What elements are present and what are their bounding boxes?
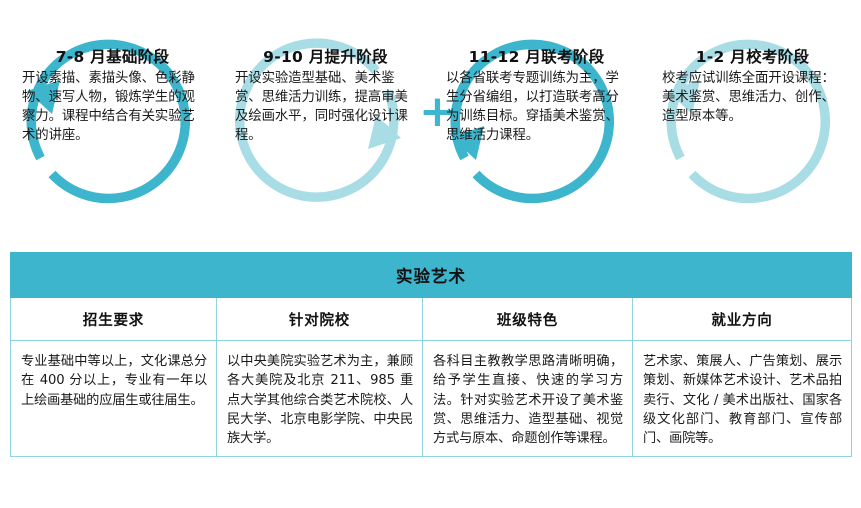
stage-description: 开设素描、素描头像、色彩静物、速写人物，锻炼学生的观察力。课程中结合有关实验艺术… [22,71,195,144]
cell-text: 以中央美院实验艺术为主，兼顾各大美院及北京 211、985 重点大学其他综合类艺… [227,354,413,447]
cell-text: 各科目主教教学思路清晰明确，给予学生直接、快速的学习方法。针对实验艺术开设了美术… [433,354,623,447]
table-cell-features: 各科目主教教学思路清晰明确，给予学生直接、快速的学习方法。针对实验艺术开设了美术… [422,339,633,458]
column-header-label: 班级特色 [496,312,559,329]
program-info-table: 实验艺术 招生要求 针对院校 班级特色 就业方向 专业基础中等以上，文化课总分在… [10,252,852,458]
stage-card-4[interactable]: 1-2 月校考阶段 校考应试训练全面开设课程：美术鉴赏、思维活力、创作、造型原本… [640,0,855,232]
stage-description: 开设实验造型基础、美术鉴赏、思维活力训练，提高审美及绘画水平，同时强化设计课程。 [235,71,408,144]
table-header-cell-schools: 针对院校 [216,297,423,341]
table-header-cell-careers: 就业方向 [632,297,852,341]
stage-description: 校考应试训练全面开设课程：美术鉴赏、思维活力、创作、造型原本等。 [662,71,835,125]
plus-connector-icon: + [419,86,456,137]
table-cell-admission: 专业基础中等以上，文化课总分在 400 分以上，专业有一年以上绘画基础的应届生或… [10,339,217,458]
column-header-label: 招生要求 [82,312,145,329]
stage-card-3[interactable]: 11-12 月联考阶段 以各省联考专题训练为主，学生分省编组，以打造联考高分为训… [424,0,639,232]
stage-title: 11-12 月联考阶段 [468,48,605,66]
stage-card-1[interactable]: 7-8 月基础阶段 开设素描、素描头像、色彩静物、速写人物，锻炼学生的观察力。课… [0,0,215,232]
column-header-label: 就业方向 [711,312,773,329]
stage-title: 9-10 月提升阶段 [263,48,388,66]
stage-diagram: 7-8 月基础阶段 开设素描、素描头像、色彩静物、速写人物，锻炼学生的观察力。课… [0,0,861,232]
table-title-cell: 实验艺术 [10,252,852,298]
cell-text: 专业基础中等以上，文化课总分在 400 分以上，专业有一年以上绘画基础的应届生或… [21,354,207,408]
stage-description: 以各省联考专题训练为主，学生分省编组，以打造联考高分为训练目标。穿插美术鉴赏、思… [446,71,619,144]
table-cell-schools: 以中央美院实验艺术为主，兼顾各大美院及北京 211、985 重点大学其他综合类艺… [216,339,423,458]
table-header-cell-admission: 招生要求 [10,297,217,341]
cell-text: 艺术家、策展人、广告策划、展示策划、新媒体艺术设计、艺术品拍卖行、文化 / 美术… [643,354,842,447]
table-title-row: 实验艺术 [10,252,852,298]
table-header-cell-features: 班级特色 [422,297,633,341]
column-header-label: 针对院校 [288,312,351,329]
stage-card-2[interactable]: 9-10 月提升阶段 开设实验造型基础、美术鉴赏、思维活力训练，提高审美及绘画水… [213,0,428,232]
table-cell-careers: 艺术家、策展人、广告策划、展示策划、新媒体艺术设计、艺术品拍卖行、文化 / 美术… [632,339,852,458]
table-row: 专业基础中等以上，文化课总分在 400 分以上，专业有一年以上绘画基础的应届生或… [10,339,852,458]
stage-title: 7-8 月基础阶段 [55,48,170,66]
table-title: 实验艺术 [396,267,466,286]
stage-title: 1-2 月校考阶段 [695,48,810,66]
table-header-row: 招生要求 针对院校 班级特色 就业方向 [10,297,852,341]
